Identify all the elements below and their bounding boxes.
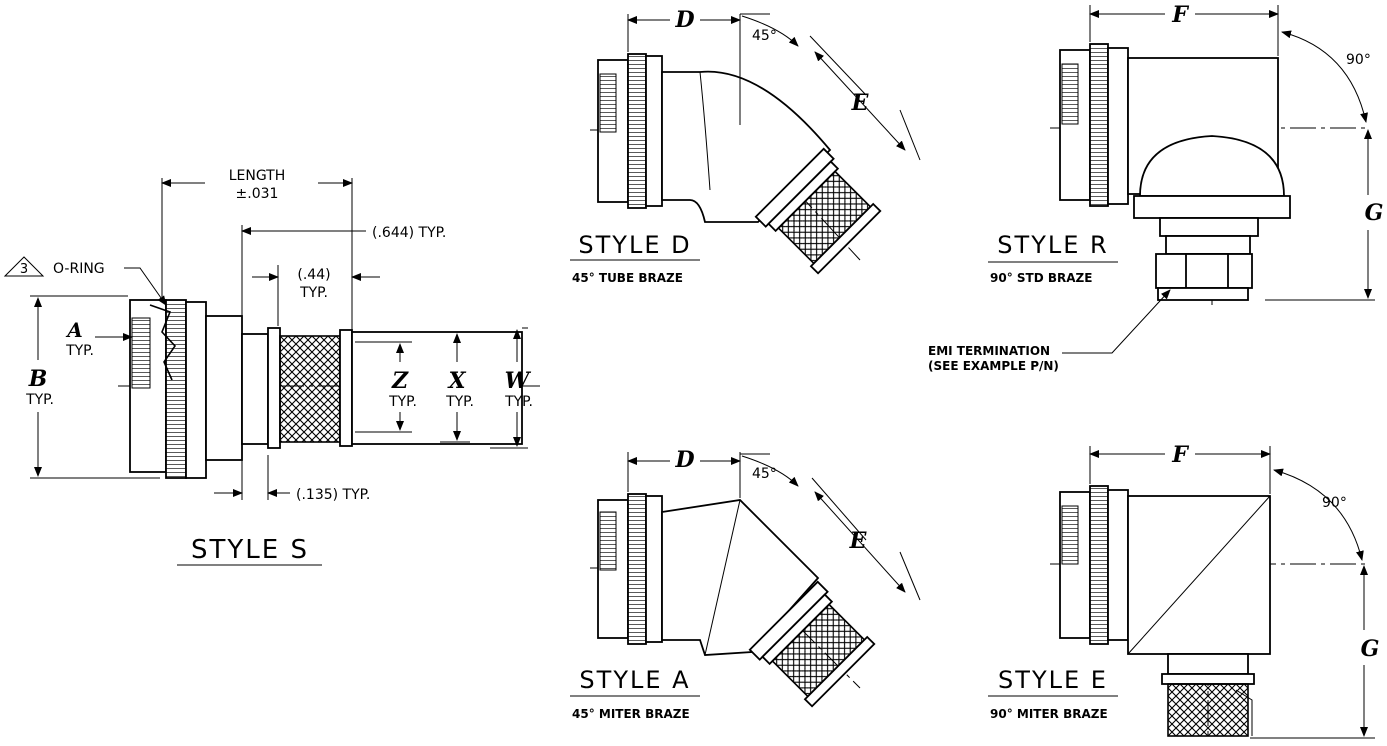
dim-135: (.135) TYP. <box>296 487 370 503</box>
length-tolerance: ±.031 <box>236 186 279 202</box>
style-r-view <box>988 5 1375 354</box>
style-d-labels: D 45° E STYLE D 45° TUBE BRAZE <box>572 7 870 285</box>
w-typ: TYP. <box>504 394 533 410</box>
style-e-view <box>988 446 1375 740</box>
w-label: W <box>505 368 532 394</box>
style-r-labels: F 90° G STYLE R 90° STD BRAZE EMI TERMIN… <box>928 2 1383 373</box>
style-s-view <box>3 178 540 566</box>
style-r-g-label: G <box>1365 200 1384 226</box>
style-e-title: STYLE E <box>998 666 1108 694</box>
oring-label: O-RING <box>53 261 105 277</box>
dim-44: (.44) <box>297 267 330 283</box>
style-d-angle: 45° <box>752 28 777 44</box>
style-a-d-label: D <box>674 447 694 473</box>
length-label: LENGTH <box>229 168 286 184</box>
dim-644: (.644) TYP. <box>372 225 446 241</box>
style-a-subtitle: 45° MITER BRAZE <box>572 707 690 721</box>
z-typ: TYP. <box>388 394 417 410</box>
style-a-angle: 45° <box>752 466 777 482</box>
a-typ: TYP. <box>65 343 94 359</box>
style-e-g-label: G <box>1361 636 1380 662</box>
style-a-title: STYLE A <box>579 666 690 694</box>
emi-termination-line2: (SEE EXAMPLE P/N) <box>928 359 1059 373</box>
b-typ: TYP. <box>25 392 54 408</box>
style-e-labels: F 90° G STYLE E 90° MITER BRAZE <box>990 442 1379 721</box>
style-d-title: STYLE D <box>578 231 691 259</box>
style-e-f-label: F <box>1171 442 1189 468</box>
style-r-f-label: F <box>1171 2 1189 28</box>
a-label: A <box>65 318 83 342</box>
dim-44-typ: TYP. <box>299 285 328 301</box>
style-a-e-label: E <box>849 528 868 554</box>
style-e-angle: 90° <box>1322 495 1347 511</box>
style-d-d-label: D <box>674 7 694 33</box>
z-label: Z <box>391 368 409 394</box>
style-r-title: STYLE R <box>997 231 1108 259</box>
style-d-subtitle: 45° TUBE BRAZE <box>572 271 683 285</box>
style-r-angle: 90° <box>1346 52 1371 68</box>
note-number: 3 <box>20 262 28 277</box>
style-e-subtitle: 90° MITER BRAZE <box>990 707 1108 721</box>
style-s-labels: LENGTH ±.031 (.644) TYP. (.44) TYP. (.13… <box>20 168 533 565</box>
b-label: B <box>28 366 48 392</box>
x-label: X <box>446 368 466 394</box>
emi-termination-line1: EMI TERMINATION <box>928 344 1050 358</box>
style-a-view <box>570 452 921 708</box>
style-d-e-label: E <box>851 90 870 116</box>
style-a-labels: D 45° E STYLE A 45° MITER BRAZE <box>572 447 868 721</box>
style-r-subtitle: 90° STD BRAZE <box>990 271 1092 285</box>
x-typ: TYP. <box>445 394 474 410</box>
style-s-title: STYLE S <box>191 535 309 565</box>
style-d-view <box>570 13 921 275</box>
